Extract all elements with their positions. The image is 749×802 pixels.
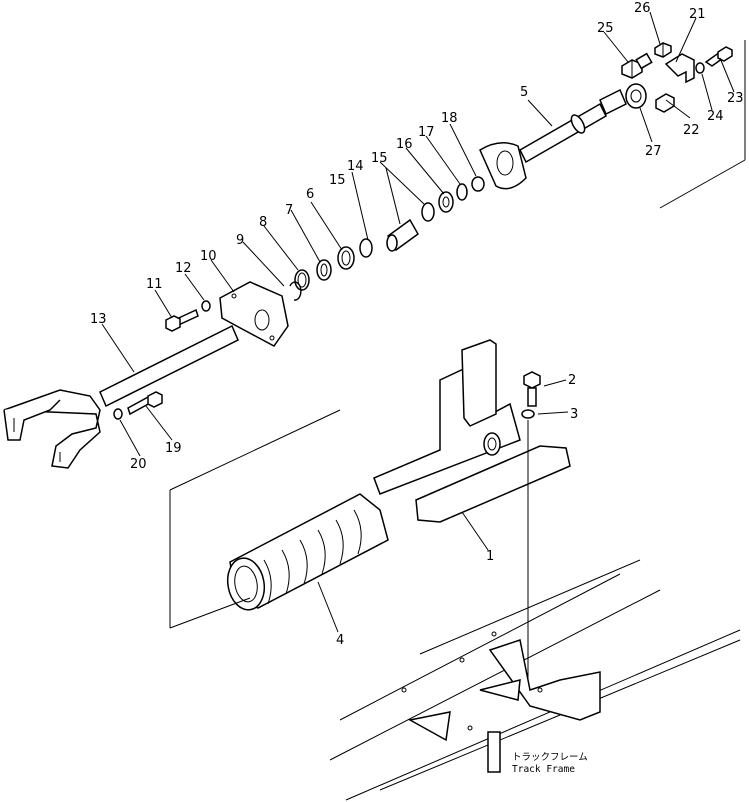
callout-27: 27: [645, 144, 662, 159]
washer-20: [113, 408, 123, 420]
washer-24: [695, 62, 705, 74]
callout-7: 7: [285, 203, 293, 218]
callout-10: 10: [200, 249, 217, 264]
ring-15a: [359, 238, 373, 258]
callout-26: 26: [634, 1, 651, 16]
ring-17: [456, 183, 468, 201]
leader-lines: [101, 11, 735, 633]
callout-3: 3: [570, 407, 578, 422]
callout-13: 13: [90, 312, 107, 327]
spring-4: [226, 493, 389, 611]
washer-12: [201, 300, 211, 312]
flange-10: [219, 281, 289, 347]
callout-2: 2: [568, 373, 576, 388]
bolt-19: [127, 391, 163, 416]
ring-18: [471, 176, 485, 192]
caption-japanese: トラックフレーム: [512, 752, 588, 763]
fitting-25: [621, 52, 653, 79]
callout-6: 6: [306, 187, 314, 202]
callout-18: 18: [441, 111, 458, 126]
callout-12: 12: [175, 261, 192, 276]
callout-25: 25: [597, 21, 614, 36]
plate-22: [655, 93, 675, 113]
ring-15b: [421, 202, 435, 222]
callout-22: 22: [683, 123, 700, 138]
callout-labels: 1 2 3 4 5 6 7 8 9 10 11 12 13 14 15 15 1…: [90, 1, 744, 648]
assembly-frame-lines: [659, 40, 746, 209]
washer-3: [521, 409, 535, 419]
callout-1: 1: [486, 549, 494, 564]
callout-23: 23: [727, 91, 744, 106]
callout-17: 17: [418, 125, 435, 140]
nut-27: [625, 83, 647, 109]
rod-yoke-13: [3, 324, 239, 469]
bracket-assembly-1: [373, 339, 571, 523]
fitting-26: [654, 42, 672, 58]
callout-11: 11: [146, 277, 163, 292]
callout-16: 16: [396, 137, 413, 152]
bolt-2: [523, 371, 541, 407]
callout-4: 4: [336, 633, 344, 648]
callout-5: 5: [520, 85, 528, 100]
bearing-16: [438, 191, 454, 213]
caption-english: Track Frame: [512, 764, 575, 775]
bolt-11: [165, 308, 199, 332]
track-frame: [329, 559, 741, 801]
callout-15b: 15: [371, 151, 388, 166]
piston-14: [386, 218, 419, 252]
callout-21: 21: [689, 7, 706, 22]
callout-14: 14: [347, 159, 364, 174]
callout-20: 20: [130, 457, 147, 472]
callout-8: 8: [259, 215, 267, 230]
ring-7: [316, 259, 332, 281]
lower-frame-lines: [169, 409, 529, 700]
callout-19: 19: [165, 441, 182, 456]
snap-ring-9: [289, 281, 302, 301]
track-frame-caption: トラックフレーム Track Frame: [512, 752, 588, 775]
ring-8: [294, 269, 310, 291]
bracket-21: [664, 53, 695, 84]
bolt-23: [704, 46, 733, 67]
callout-15a: 15: [329, 173, 346, 188]
callout-24: 24: [707, 109, 724, 124]
rod-5: [479, 88, 627, 190]
callout-9: 9: [236, 233, 244, 248]
sleeve-6: [337, 246, 355, 270]
